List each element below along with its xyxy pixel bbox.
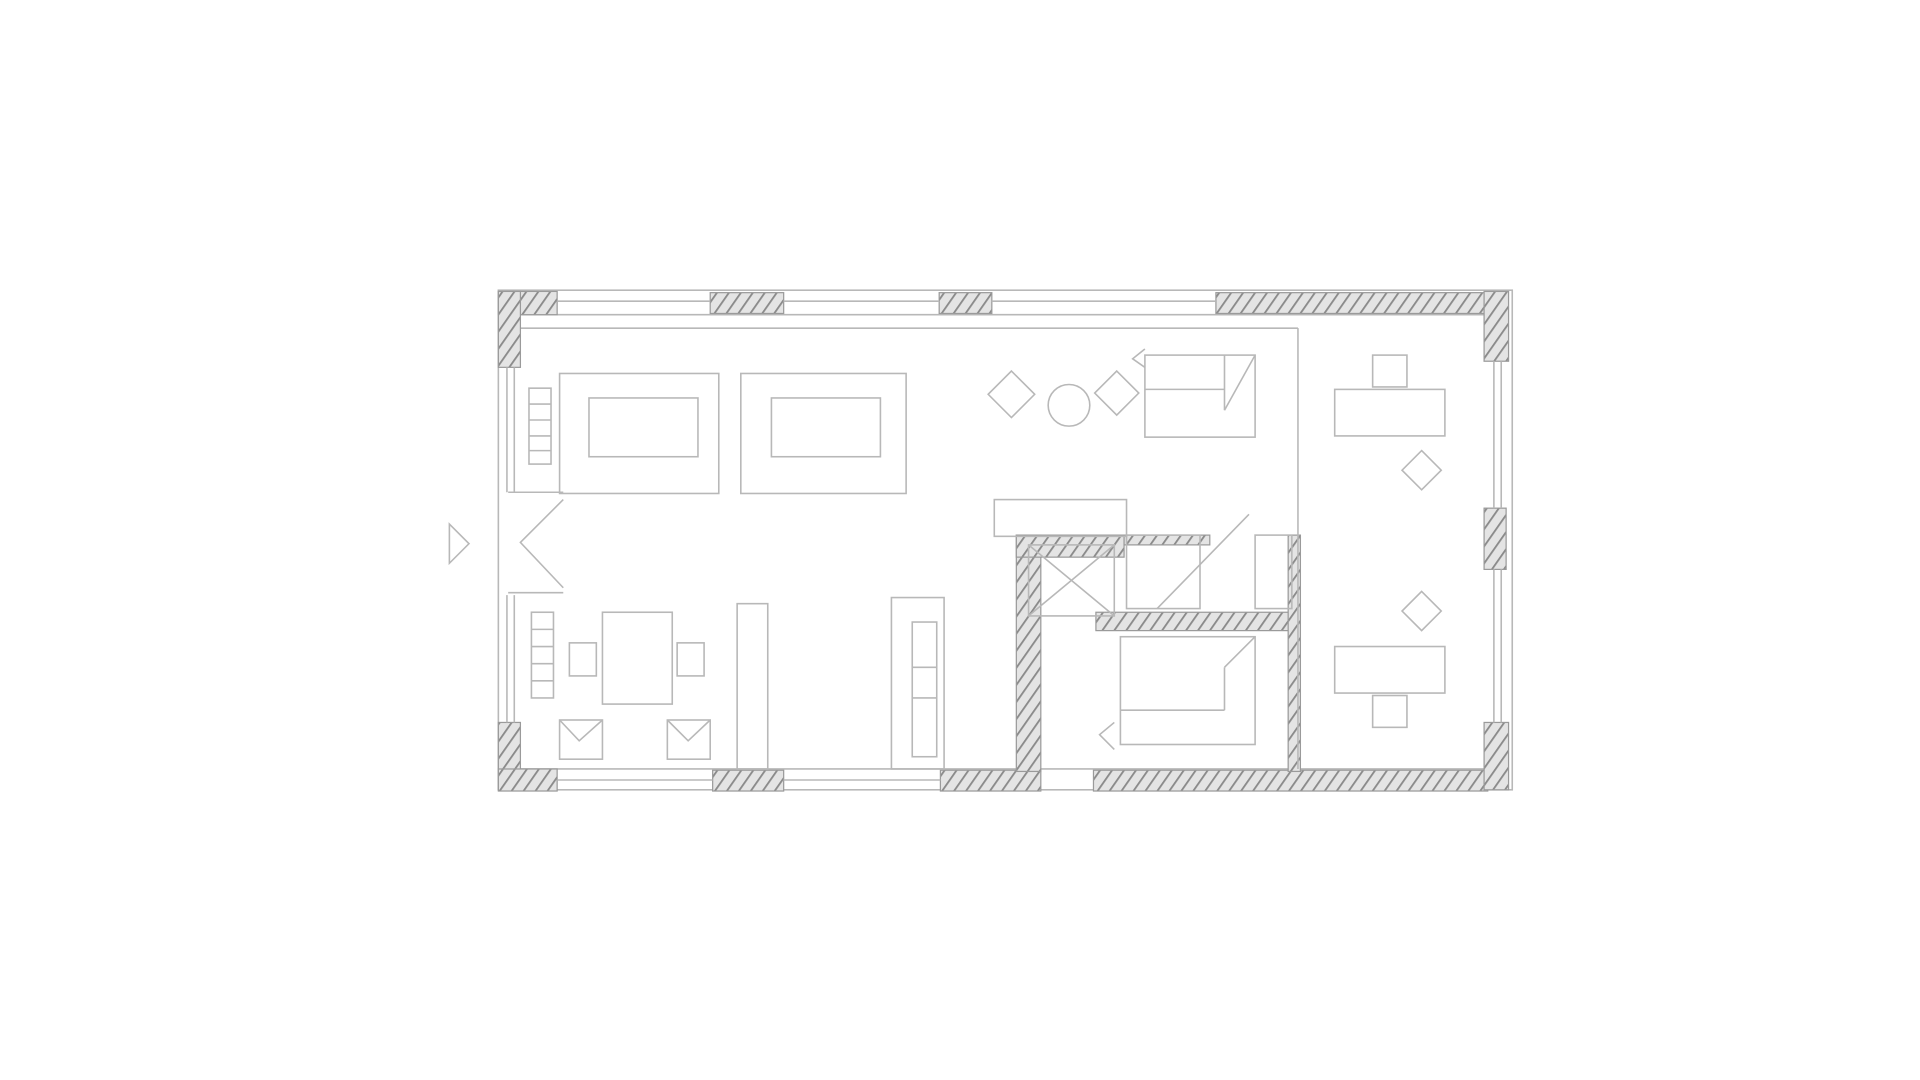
entrance-door: [448, 491, 564, 594]
kitchen-counter: [736, 596, 945, 770]
dining-set: [530, 611, 711, 760]
bed-right: [740, 372, 907, 495]
staircase-upper: [1131, 348, 1256, 438]
service-core: [993, 328, 1302, 773]
bed-left: [528, 372, 720, 495]
staircase-lower: [1098, 635, 1256, 750]
exterior-walls: [497, 289, 1514, 792]
lounge-set: [987, 369, 1140, 427]
office-furniture: [1333, 354, 1446, 729]
